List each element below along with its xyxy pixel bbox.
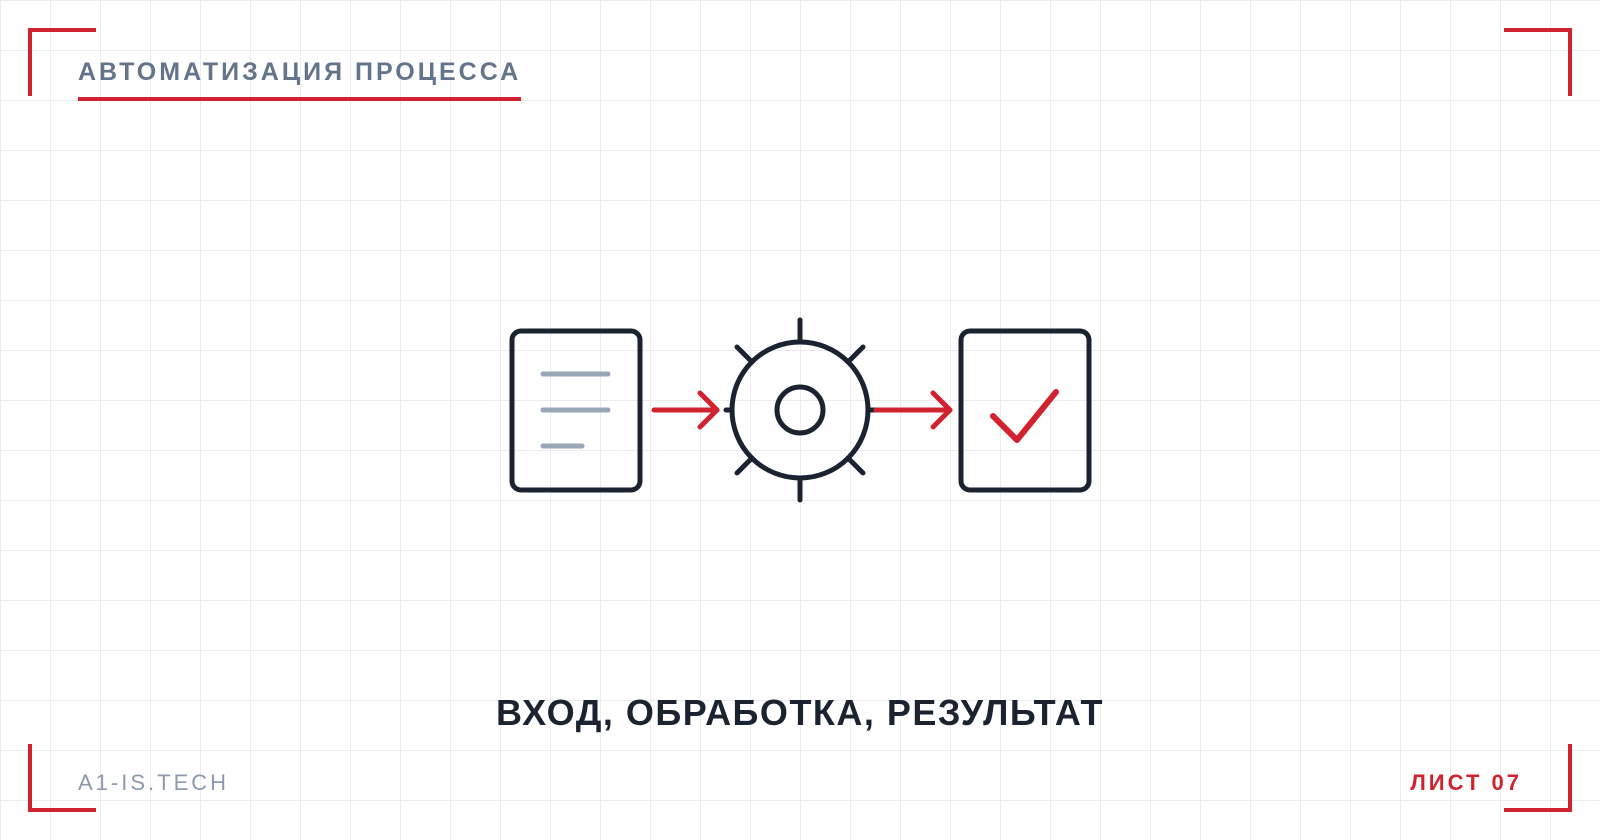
gear-icon — [723, 317, 879, 503]
arrow-right-icon — [651, 390, 720, 430]
frame-corner-top-left — [28, 28, 96, 96]
sheet-number: ЛИСТ 07 — [1410, 770, 1522, 795]
footer-site: A1-IS.TECH — [78, 770, 230, 795]
diagram-caption: ВХОД, ОБРАБОТКА, РЕЗУЛЬТАТ — [495, 692, 1105, 733]
frame-corner-top-right — [1504, 28, 1572, 96]
frame-corner-bottom-left — [28, 744, 96, 812]
arrow-right-icon — [873, 390, 953, 430]
frame-corner-bottom-right — [1504, 744, 1572, 812]
document-icon — [509, 328, 643, 493]
section-title: АВТОМАТИЗАЦИЯ ПРОЦЕССА — [78, 58, 522, 101]
checkmark-document-icon — [958, 328, 1092, 493]
